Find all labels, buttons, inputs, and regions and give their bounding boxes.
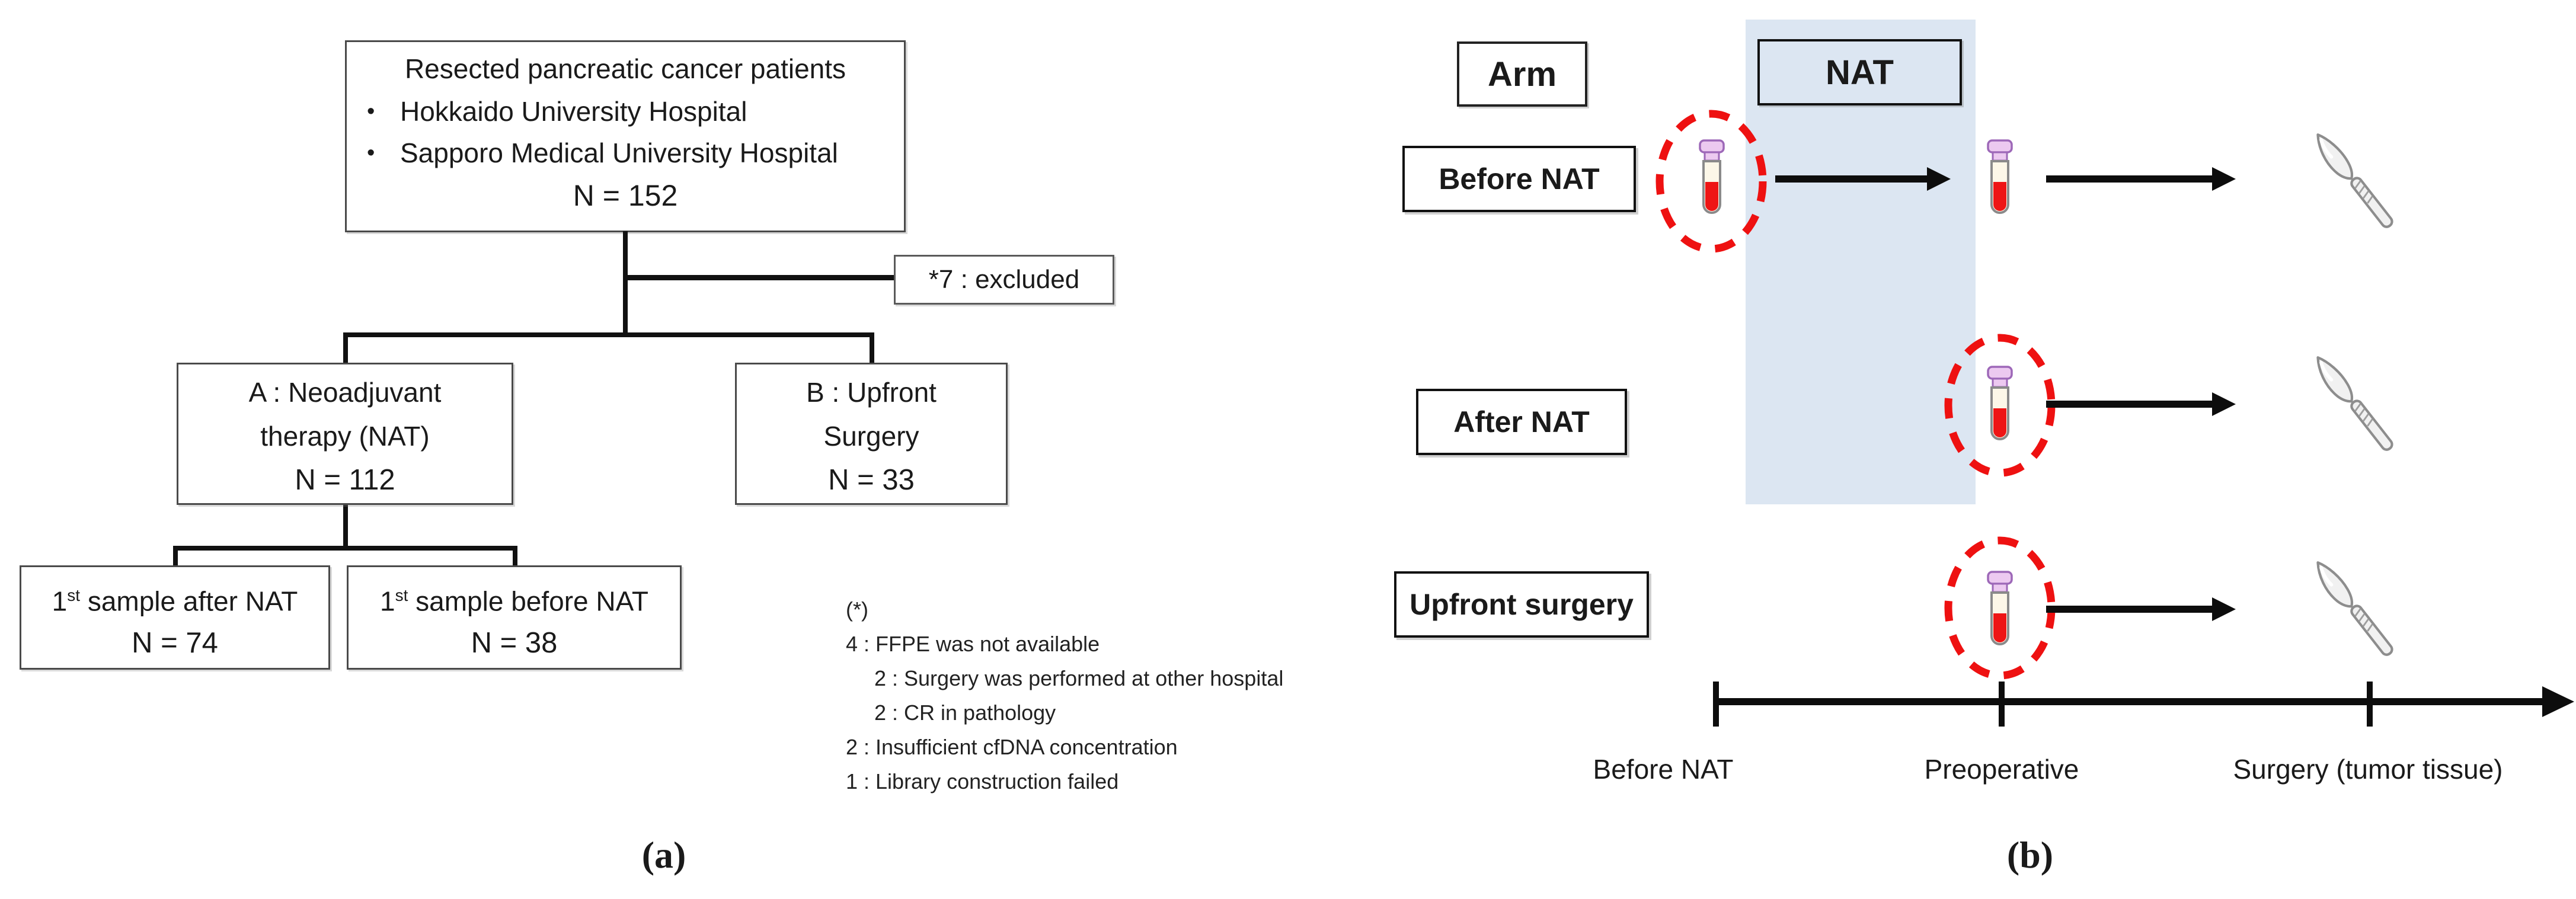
arm-header-box: Arm: [1457, 41, 1587, 107]
connector-split-top: [343, 332, 874, 337]
connector-root-down: [623, 231, 628, 337]
flow-arrow: [2046, 401, 2213, 408]
blood-tube-icon: [1987, 139, 2013, 214]
flow-arrow: [2046, 175, 2213, 183]
connector-stub-a: [343, 332, 348, 363]
node-upfront-count: N = 33: [828, 464, 915, 496]
bullet-icon: •: [367, 140, 375, 165]
root-box-title: Resected pancreatic cancer patients: [404, 53, 846, 84]
root-box-bullet-row: • Sapporo Medical University Hospital: [347, 132, 904, 174]
nat-header-box: NAT: [1757, 39, 1962, 105]
sample-highlight-circle: [1655, 110, 1767, 253]
scalpel-icon: [2295, 116, 2414, 247]
excluded-box: *7 : excluded: [894, 255, 1114, 305]
excluded-text: *7 : excluded: [928, 265, 1080, 294]
connector-a-down: [343, 504, 348, 550]
scalpel-icon: [2295, 339, 2414, 469]
flow-arrow: [2046, 606, 2213, 613]
row-label-after-nat: After NAT: [1416, 389, 1627, 455]
footnote-line: 2 : Insufficient cfDNA concentration: [846, 735, 1178, 759]
root-box-bullet-text: Hokkaido University Hospital: [400, 96, 747, 127]
leaf-before-nat-box: 1st sample before NAT N = 38: [347, 565, 682, 670]
node-nat-count: N = 112: [295, 464, 395, 496]
connector-split-leaves: [173, 546, 517, 551]
timeline-axis: [1716, 698, 2543, 705]
node-upfront-box: B : Upfront Surgery N = 33: [735, 363, 1008, 505]
connector-stub-leaf1: [173, 546, 178, 566]
row-label-before-nat: Before NAT: [1402, 146, 1636, 212]
footnote-line: 1 : Library construction failed: [846, 769, 1119, 794]
timeline-tick: [1999, 682, 2005, 727]
timeline-label-preoperative: Preoperative: [1924, 754, 2079, 785]
timeline-tick: [2367, 682, 2373, 727]
flowchart-root-box: Resected pancreatic cancer patients • Ho…: [345, 40, 906, 232]
blood-tube-icon: [1699, 139, 1725, 214]
connector-stub-b: [870, 332, 874, 363]
row-label-upfront-surgery: Upfront surgery: [1394, 571, 1649, 638]
root-box-count: N = 152: [573, 179, 678, 212]
leaf-after-nat-title: 1st sample after NAT: [52, 586, 298, 617]
connector-excluded: [623, 275, 894, 280]
footnote-line: 4 : FFPE was not available: [846, 632, 1100, 656]
timeline-tick: [1713, 682, 1719, 727]
blood-tube-icon: [1987, 366, 2013, 440]
panel-b-label: (b): [2006, 834, 2054, 876]
bullet-icon: •: [367, 99, 375, 124]
scalpel-icon: [2295, 544, 2414, 674]
panel-a-label: (a): [641, 834, 686, 876]
leaf-before-nat-title: 1st sample before NAT: [379, 586, 649, 617]
node-upfront-line2: Surgery: [823, 421, 919, 452]
root-box-bullet-text: Sapporo Medical University Hospital: [400, 137, 838, 168]
footnote-line: 2 : Surgery was performed at other hospi…: [874, 666, 1284, 690]
blood-tube-icon: [1987, 571, 2013, 645]
node-nat-line1: A : Neoadjuvant: [248, 377, 442, 408]
node-nat-box: A : Neoadjuvant therapy (NAT) N = 112: [177, 363, 513, 505]
connector-stub-leaf2: [513, 546, 517, 566]
exclusion-footnote: (*) 4 : FFPE was not available 2 : Surge…: [846, 593, 1367, 799]
timeline-label-before-nat: Before NAT: [1593, 754, 1734, 785]
footnote-line: 2 : CR in pathology: [874, 700, 1056, 725]
leaf-after-nat-count: N = 74: [132, 627, 218, 659]
leaf-after-nat-box: 1st sample after NAT N = 74: [20, 565, 330, 670]
flow-arrow: [1775, 175, 1928, 183]
node-upfront-line1: B : Upfront: [806, 377, 937, 408]
node-nat-line2: therapy (NAT): [260, 421, 430, 452]
footnote-header: (*): [846, 597, 868, 622]
root-box-bullet-row: • Hokkaido University Hospital: [347, 91, 904, 132]
leaf-before-nat-count: N = 38: [471, 627, 558, 659]
timeline-label-surgery: Surgery (tumor tissue): [2233, 754, 2503, 785]
